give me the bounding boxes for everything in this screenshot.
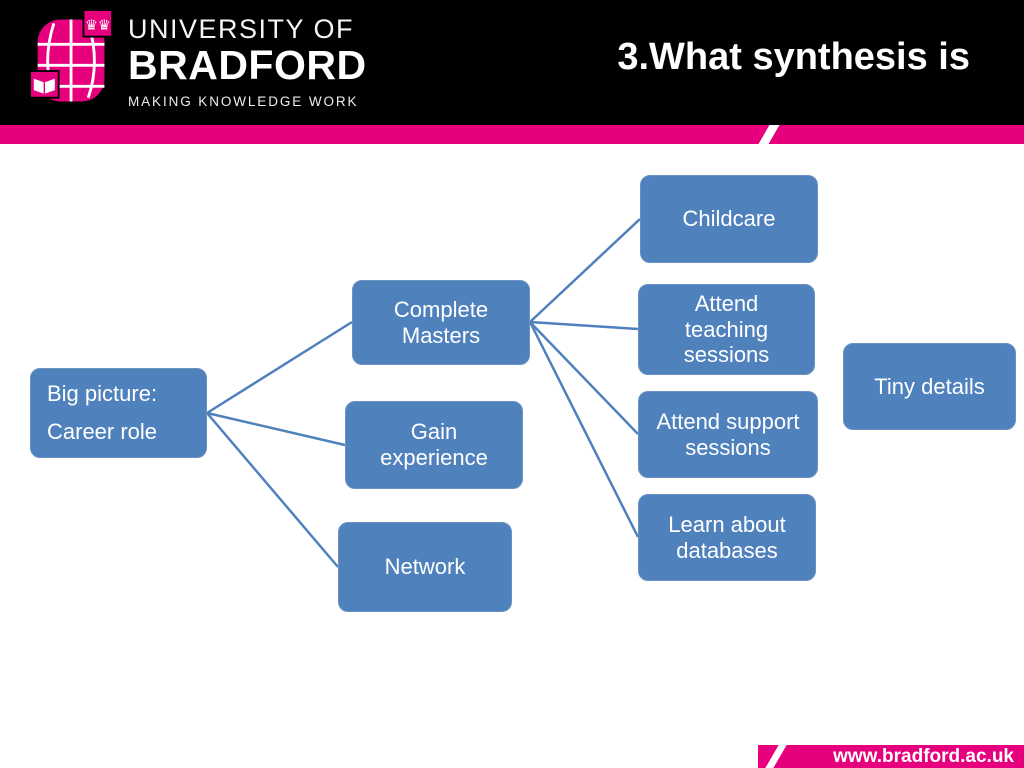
diagram-node-attend-teaching: Attend teaching sessions — [638, 284, 815, 375]
diagram-node-complete-masters: Complete Masters — [352, 280, 530, 365]
node-label: Gain experience — [380, 419, 488, 470]
connector — [206, 411, 346, 447]
node-label: Attend teaching sessions — [683, 290, 770, 368]
node-label: Attend support sessions — [656, 408, 800, 460]
node-label: Childcare — [682, 206, 776, 232]
diagram-node-childcare: Childcare — [640, 175, 818, 263]
globe-icon: ♛♛ — [29, 8, 114, 102]
logo-text: UNIVERSITY OF BRADFORD MAKING KNOWLEDGE … — [128, 8, 367, 109]
connector — [529, 320, 639, 331]
university-logo: ♛♛ UNIVERSITY OF BRADFORD MAKING KNOWLED… — [28, 8, 367, 113]
connector — [206, 320, 353, 415]
footer-url: www.bradford.ac.uk — [833, 746, 1014, 767]
diagram-node-attend-support: Attend support sessions — [638, 391, 818, 478]
diagram-node-gain-experience: Gain experience — [345, 401, 523, 489]
svg-text:♛♛: ♛♛ — [85, 18, 111, 34]
connector — [528, 321, 640, 538]
footer-notch — [765, 745, 787, 768]
node-label: Network — [384, 554, 466, 580]
diagram-node-network: Network — [338, 522, 512, 612]
header-bar: ♛♛ UNIVERSITY OF BRADFORD MAKING KNOWLED… — [0, 0, 1024, 125]
footer-bar: www.bradford.ac.uk — [758, 745, 1024, 768]
diagram-node-tiny-details: Tiny details — [843, 343, 1016, 430]
connector — [206, 412, 339, 568]
node-label: Big picture: Career role — [47, 380, 158, 445]
logo-bradford: BRADFORD — [128, 42, 367, 88]
pink-divider — [0, 125, 1024, 144]
node-label: Complete Masters — [393, 296, 489, 348]
crown-icon: ♛♛ — [82, 8, 114, 38]
logo-tagline: MAKING KNOWLEDGE WORK — [128, 93, 359, 109]
connector — [529, 321, 639, 435]
book-icon — [29, 70, 60, 99]
slide-title: 3.What synthesis is — [617, 36, 970, 78]
logo-university-of: UNIVERSITY OF — [128, 14, 355, 44]
node-label: Tiny details — [874, 373, 985, 399]
connector — [529, 218, 641, 323]
diagram-node-big-picture: Big picture: Career role — [30, 368, 207, 458]
node-label: Learn about databases — [668, 511, 786, 563]
diagram-node-learn-databases: Learn about databases — [638, 494, 816, 581]
